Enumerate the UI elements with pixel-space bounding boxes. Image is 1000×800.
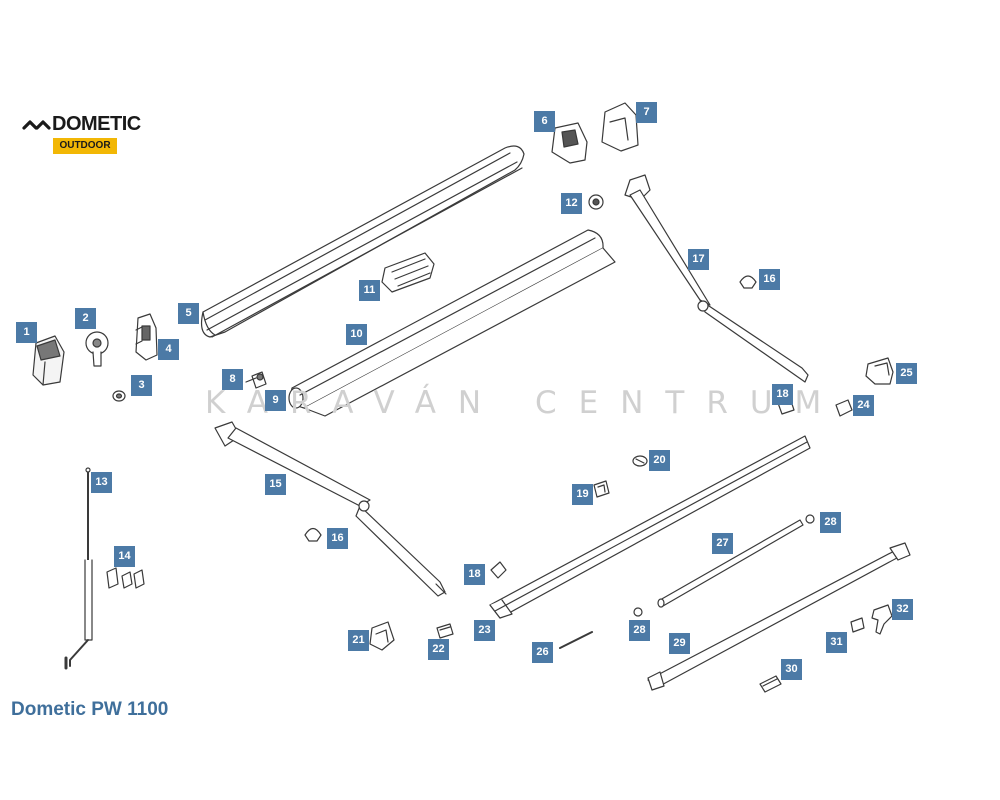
end-plug-part — [436, 623, 454, 639]
part-tag[interactable]: 28 — [629, 620, 650, 641]
brand-badge: OUTDOOR — [53, 138, 117, 154]
stopper-part — [490, 561, 507, 579]
side-plate-part — [551, 122, 588, 164]
pin-part — [245, 371, 267, 389]
part-tag[interactable]: 8 — [222, 369, 243, 390]
mount-bracket-part — [865, 357, 894, 385]
part-tag[interactable]: 18 — [772, 384, 793, 405]
brand-name: DOMETIC — [52, 113, 141, 135]
main-rail-part — [200, 145, 525, 338]
part-tag[interactable]: 27 — [712, 533, 733, 554]
handle-bracket-part — [106, 567, 145, 589]
tube-cap-part — [633, 514, 815, 617]
part-tag[interactable]: 21 — [348, 630, 369, 651]
brand-logo: DOMETIC OUTDOOR — [22, 112, 162, 156]
crank-handle-part — [64, 467, 93, 670]
part-tag[interactable]: 6 — [534, 111, 555, 132]
end-cap-part — [32, 335, 65, 386]
part-tag[interactable]: 17 — [688, 249, 709, 270]
front-profile-part — [489, 435, 811, 619]
part-tag[interactable]: 25 — [896, 363, 917, 384]
part-tag[interactable]: 20 — [649, 450, 670, 471]
part-tag[interactable]: 16 — [759, 269, 780, 290]
small-nut-part — [588, 194, 604, 210]
nut-part — [112, 390, 126, 402]
part-tag[interactable]: 4 — [158, 339, 179, 360]
part-tag[interactable]: 1 — [16, 322, 37, 343]
slider-part — [759, 675, 782, 693]
part-tag[interactable]: 9 — [265, 390, 286, 411]
lower-rail-part — [647, 542, 911, 691]
part-tag[interactable]: 13 — [91, 472, 112, 493]
clip-part — [304, 527, 322, 542]
label-strip-part — [559, 631, 593, 649]
part-tag[interactable]: 15 — [265, 474, 286, 495]
part-tag[interactable]: 29 — [669, 633, 690, 654]
end-bracket-part — [871, 604, 893, 635]
part-tag[interactable]: 30 — [781, 659, 802, 680]
part-tag[interactable]: 18 — [464, 564, 485, 585]
side-cover-part — [601, 102, 639, 152]
rail-insert-part — [381, 252, 435, 293]
small-clip-part — [632, 455, 648, 467]
part-tag[interactable]: 23 — [474, 620, 495, 641]
small-block-part — [835, 399, 853, 417]
part-tag[interactable]: 28 — [820, 512, 841, 533]
right-arm-part — [624, 174, 809, 383]
part-tag[interactable]: 16 — [327, 528, 348, 549]
part-tag[interactable]: 3 — [131, 375, 152, 396]
part-tag[interactable]: 14 — [114, 546, 135, 567]
part-tag[interactable]: 32 — [892, 599, 913, 620]
clip-part — [739, 275, 757, 289]
part-tag[interactable]: 26 — [532, 642, 553, 663]
part-tag[interactable]: 11 — [359, 280, 380, 301]
product-title: Dometic PW 1100 — [11, 699, 169, 720]
part-tag[interactable]: 12 — [561, 193, 582, 214]
front-bracket-part — [369, 621, 395, 651]
watermark: KARAVÁN CENTRUM — [205, 385, 844, 421]
part-tag[interactable]: 2 — [75, 308, 96, 329]
dometic-logo-icon — [22, 120, 51, 130]
part-tag[interactable]: 31 — [826, 632, 847, 653]
part-tag[interactable]: 5 — [178, 303, 199, 324]
pulley-part — [85, 331, 109, 367]
part-tag[interactable]: 24 — [853, 395, 874, 416]
part-tag[interactable]: 7 — [636, 102, 657, 123]
tension-tube-part — [657, 519, 804, 608]
bracket-part — [135, 313, 158, 361]
left-arm-part — [214, 421, 447, 597]
fabric-roll-part — [288, 229, 616, 417]
part-tag[interactable]: 19 — [572, 484, 593, 505]
slider-block-part — [850, 617, 865, 633]
part-tag[interactable]: 10 — [346, 324, 367, 345]
roller-clip-part — [593, 480, 610, 498]
part-tag[interactable]: 22 — [428, 639, 449, 660]
